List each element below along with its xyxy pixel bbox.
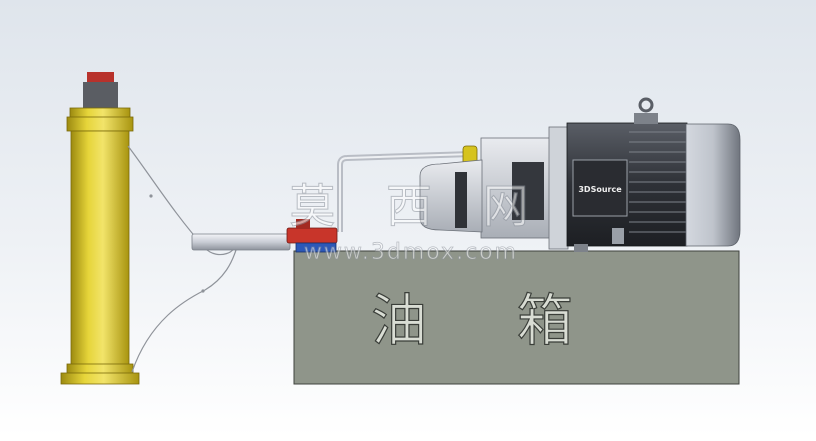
cooling-fins: [629, 131, 686, 233]
cylinder-barrel: [70, 130, 130, 372]
cylinder-red-cap: [87, 72, 114, 84]
watermark-chinese: 莫 西 网: [289, 179, 546, 233]
motor-end-cap: [685, 123, 741, 247]
hydraulic-cylinder: [60, 72, 140, 385]
valve-red-cap: [296, 219, 310, 229]
tank-label: 油 箱: [371, 289, 609, 354]
cylinder-head: [66, 116, 134, 132]
motor-foot: [574, 244, 588, 252]
cylinder-base-plate: [60, 372, 140, 385]
watermark-url: www.3dmox.com: [304, 240, 518, 265]
motor-flange: [548, 126, 569, 250]
return-pipe-highlight: [339, 153, 473, 232]
cylinder-top-collar: [69, 107, 131, 119]
watermark: 莫 西 网 www.3dmox.com: [289, 179, 546, 266]
bell-shadow: [455, 172, 467, 228]
oil-tank: 油 箱: [293, 250, 740, 385]
motor-pump-assembly: 3DSource: [419, 97, 741, 252]
hose-clip: [149, 194, 153, 198]
cylinder-rod-top: [83, 82, 118, 110]
motor-foot: [612, 228, 624, 244]
outlet-pipe: [191, 233, 291, 251]
valve-blue-base: [295, 242, 337, 253]
lifting-eye-base: [634, 113, 658, 124]
valve-block: [286, 219, 338, 253]
hose-clip: [201, 289, 205, 293]
pump-window: [512, 162, 544, 220]
terminal-box: [572, 159, 628, 217]
motor-badge: 3DSource: [578, 185, 622, 194]
cylinder-base-collar: [66, 363, 134, 375]
tank-body: [293, 250, 740, 385]
lifting-eye: [638, 97, 654, 113]
